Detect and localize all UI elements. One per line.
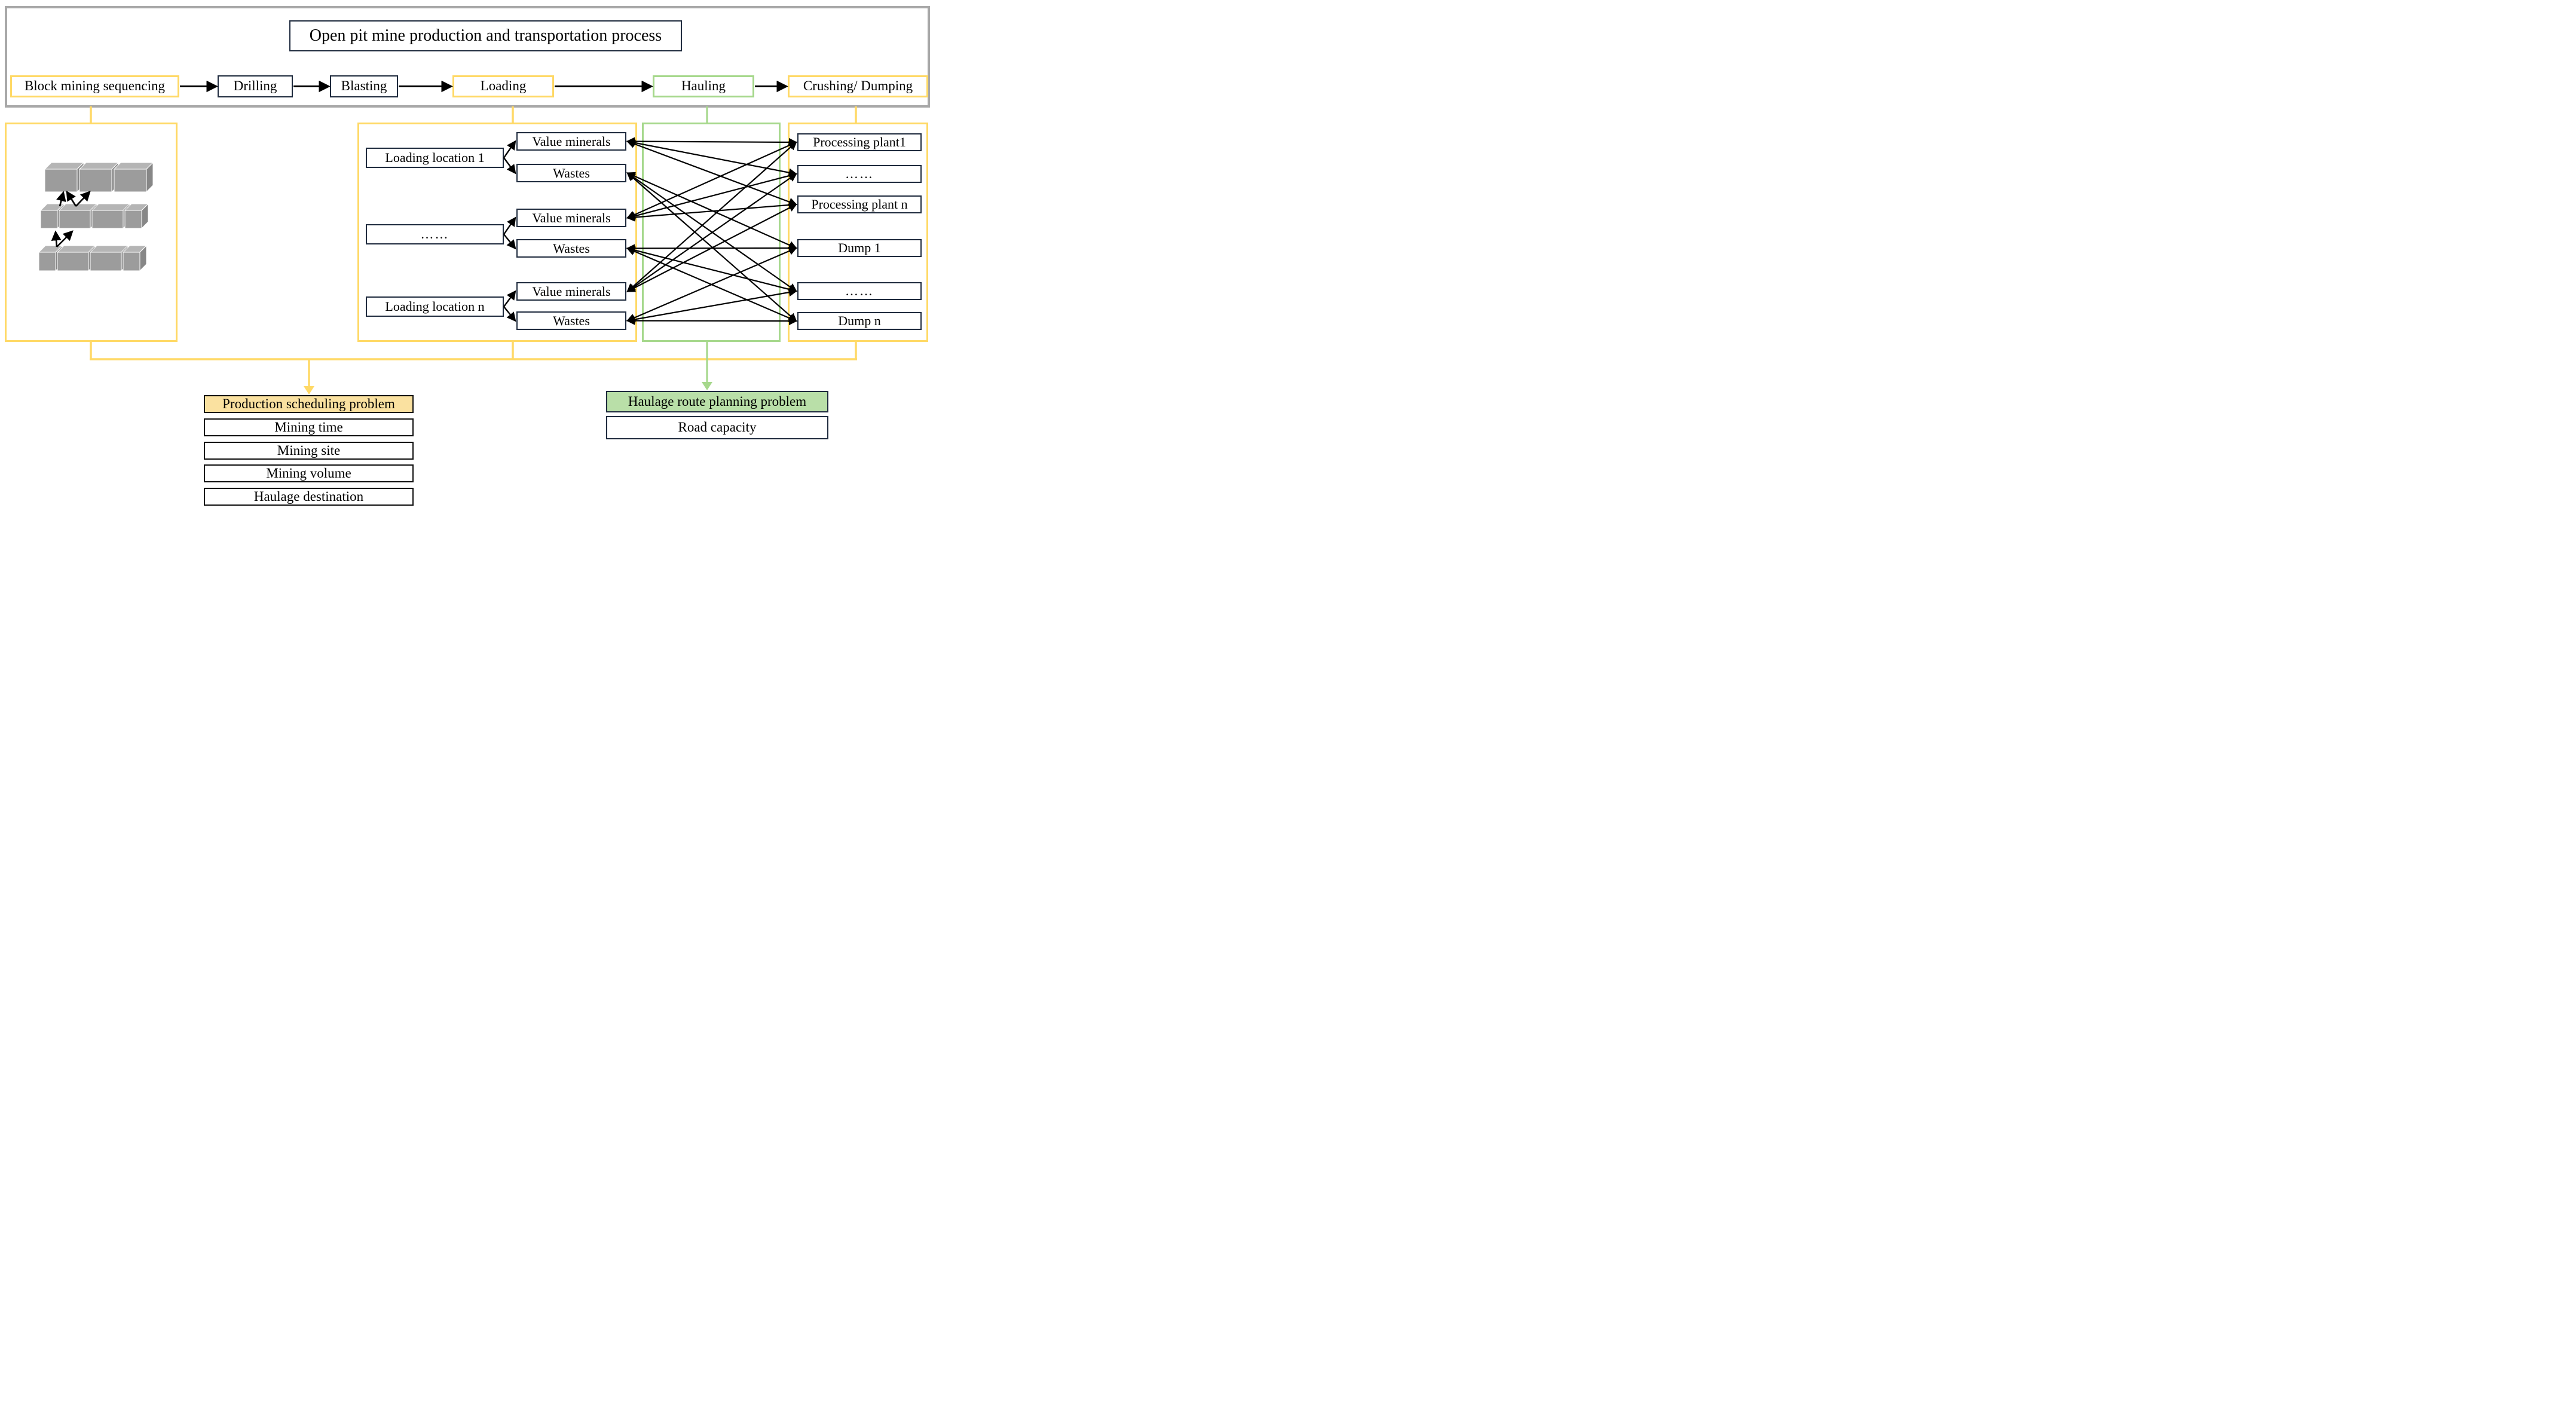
haulage-destination-box: Haulage destination [204,488,414,506]
step-block-mining-sequencing: Block mining sequencing [10,75,179,97]
step-hauling: Hauling [653,75,754,97]
mining-volume-box: Mining volume [204,464,414,482]
processing-ellipsis-box: …… [797,165,922,183]
destination-section [788,123,928,342]
wastes-box-3: Wastes [516,311,626,330]
value-minerals-label: Value minerals [532,283,611,299]
block-sequencing-section [5,123,178,342]
step-label: Loading [480,78,527,94]
destination-label: Dump 1 [838,240,881,256]
dump-1-box: Dump 1 [797,239,922,257]
step-label: Hauling [681,78,726,94]
mine-process-diagram: Open pit mine production and transportat… [0,0,937,519]
step-drilling: Drilling [218,75,293,97]
step-label: Crushing/ Dumping [803,78,913,94]
haulage-route-planning-problem-header: Haulage route planning problem [606,391,828,412]
loading-location-n-box: Loading location n [366,296,504,317]
wastes-box-2: Wastes [516,239,626,258]
step-loading: Loading [452,75,554,97]
problem-title: Production scheduling problem [222,396,395,411]
mining-time-box: Mining time [204,418,414,436]
loading-location-label: Loading location 1 [385,150,485,166]
destination-label: …… [845,166,874,182]
processing-plant-n-box: Processing plant n [797,195,922,213]
processing-plant-1-box: Processing plant1 [797,133,922,151]
wastes-label: Wastes [553,313,590,328]
problem-item-label: Mining volume [266,465,351,481]
step-blasting: Blasting [330,75,398,97]
step-crushing-dumping: Crushing/ Dumping [788,75,928,97]
dump-ellipsis-box: …… [797,282,922,300]
loading-location-label: …… [420,227,449,242]
wastes-label: Wastes [553,165,590,181]
wastes-label: Wastes [553,240,590,256]
mining-site-box: Mining site [204,442,414,460]
value-minerals-label: Value minerals [532,133,611,149]
value-minerals-label: Value minerals [532,210,611,225]
value-minerals-box-1: Value minerals [516,132,626,151]
problem-item-label: Haulage destination [253,488,364,504]
diagram-title-box: Open pit mine production and transportat… [289,20,682,51]
destination-label: …… [845,283,874,299]
road-capacity-box: Road capacity [606,416,828,439]
wastes-box-1: Wastes [516,164,626,182]
problem-item-label: Road capacity [678,420,757,435]
process-frame [5,6,930,108]
loading-location-1-box: Loading location 1 [366,148,504,168]
diagram-title: Open pit mine production and transportat… [309,26,662,45]
destination-label: Dump n [838,313,881,329]
step-label: Drilling [233,78,277,94]
problem-item-label: Mining time [274,419,343,435]
value-minerals-box-2: Value minerals [516,209,626,227]
step-label: Block mining sequencing [24,78,166,94]
dump-n-box: Dump n [797,312,922,330]
step-label: Blasting [341,78,387,94]
loading-location-label: Loading location n [385,299,485,314]
problem-item-label: Mining site [277,442,341,458]
production-scheduling-problem-header: Production scheduling problem [204,395,414,413]
problem-title: Haulage route planning problem [628,393,807,409]
hauling-section [642,123,781,342]
loading-location-ellipsis-box: …… [366,224,504,244]
destination-label: Processing plant1 [813,134,906,150]
destination-label: Processing plant n [811,197,908,212]
value-minerals-box-3: Value minerals [516,282,626,301]
